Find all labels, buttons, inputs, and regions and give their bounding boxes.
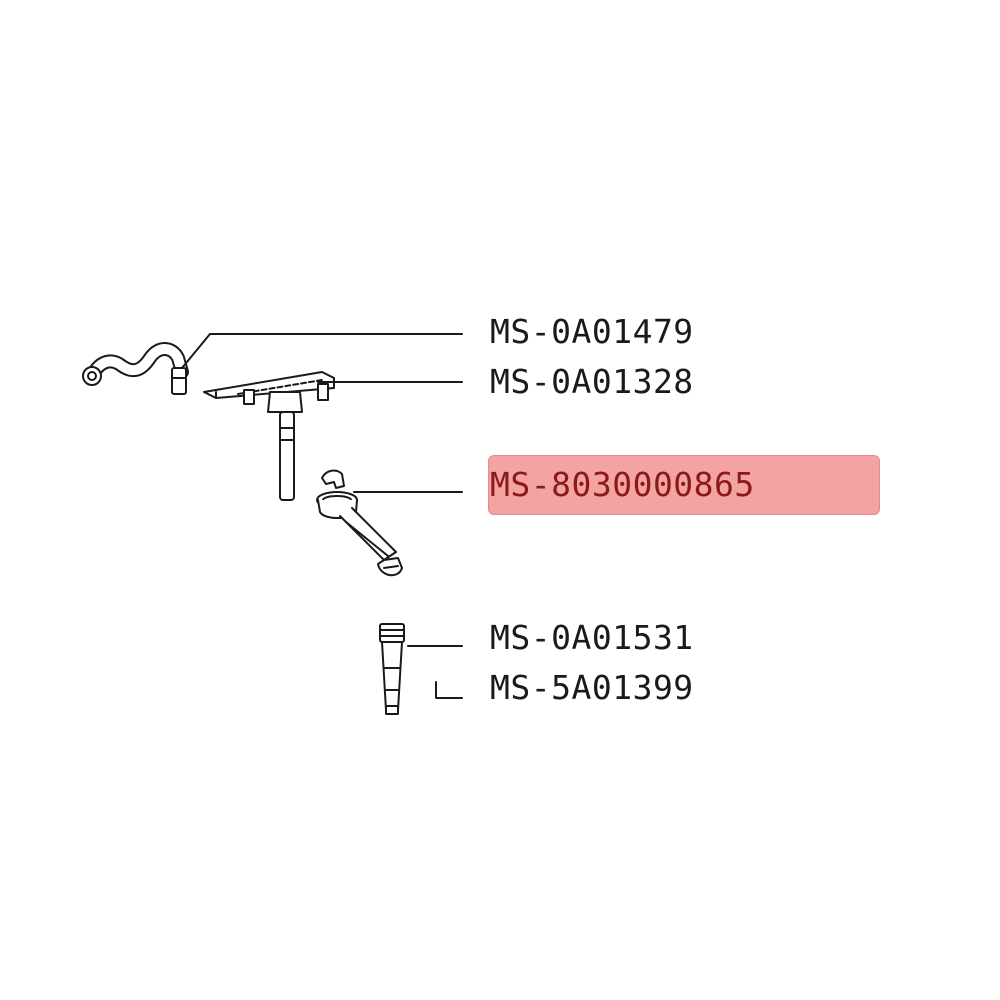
part-label-1[interactable]: MS-0A01479 [490, 312, 694, 351]
spout-part-drawing [316, 469, 403, 577]
tube-part-drawing [379, 623, 405, 715]
leader-line-1 [181, 333, 463, 369]
part-label-3-highlighted[interactable]: MS-8030000865 [490, 465, 755, 504]
bracket-part-drawing [203, 371, 335, 501]
leader-lines [181, 333, 463, 699]
part-label-2[interactable]: MS-0A01328 [490, 362, 694, 401]
part-label-4[interactable]: MS-0A01531 [490, 618, 694, 657]
leader-line-5 [435, 681, 463, 699]
highlight-box [488, 455, 880, 515]
part-label-5[interactable]: MS-5A01399 [490, 668, 694, 707]
hose-part-drawing [82, 342, 189, 395]
